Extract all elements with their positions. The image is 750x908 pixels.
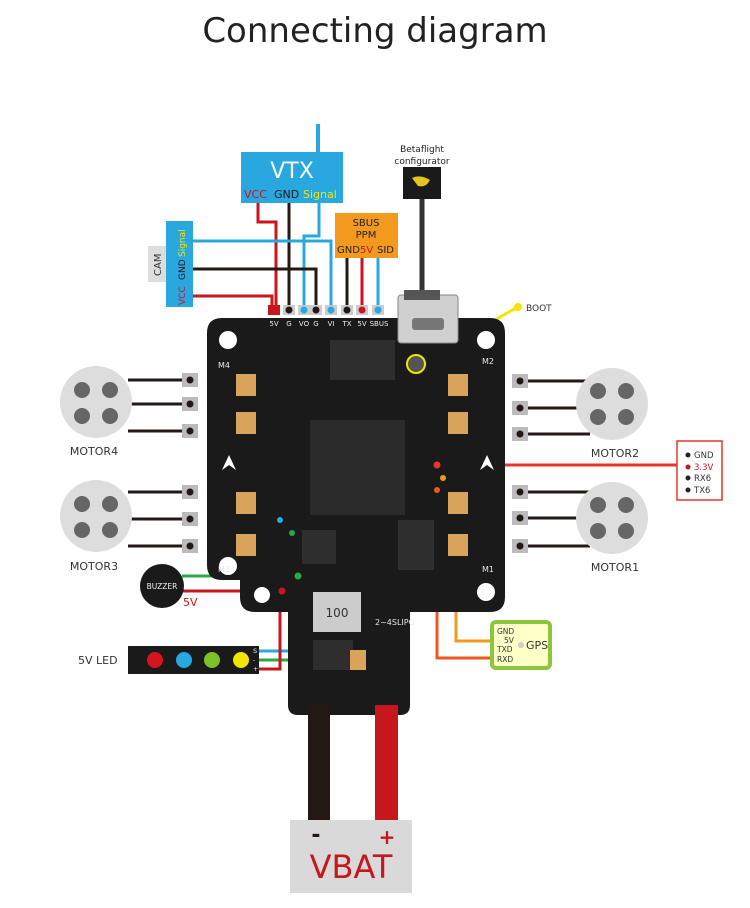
motor-label: MOTOR4 xyxy=(70,445,118,458)
buzzer-label: BUZZER xyxy=(147,582,178,591)
battery-plus: + xyxy=(379,825,396,849)
uart6-box: GND 3.3V RX6 TX6 xyxy=(676,440,723,501)
label-m3: M3 xyxy=(218,565,230,574)
motor-3: MOTOR3 xyxy=(60,480,132,573)
battery-positive-wire xyxy=(375,705,398,822)
label-m2: M2 xyxy=(482,357,494,366)
cam-vcc: VCC xyxy=(178,286,188,305)
led-label: 5V LED xyxy=(78,654,118,667)
pad-label: 5V xyxy=(357,320,366,328)
vtx-vcc: VCC xyxy=(244,188,267,201)
uart-3v3: 3.3V xyxy=(694,463,714,473)
pad-label: G xyxy=(313,320,318,328)
motor-label: MOTOR3 xyxy=(70,560,118,573)
wire-cam-vcc xyxy=(193,294,274,310)
led-red xyxy=(147,652,163,668)
led-pin-plus: + xyxy=(253,665,258,673)
inductor xyxy=(313,592,361,632)
motor-4: MOTOR4 xyxy=(60,366,132,458)
pad-labels: 5V G VO G VI TX 5V SBUS xyxy=(269,320,389,328)
pad-label: VI xyxy=(328,320,335,328)
vtx-signal: Signal xyxy=(303,188,337,201)
betaflight-configurator: Betaflight configurator xyxy=(394,145,450,300)
page-title: Connecting diagram xyxy=(202,11,547,51)
cam-title: CAM xyxy=(153,254,164,276)
motor-1: MOTOR1 xyxy=(576,482,648,574)
gps-txd: TXD xyxy=(496,645,513,654)
gps-title: GPS xyxy=(526,639,548,652)
buzzer: BUZZER 5V xyxy=(140,564,198,609)
capacitors xyxy=(236,374,468,670)
vbat-label: VBAT xyxy=(310,848,393,886)
receiver-sbus: SBUS xyxy=(353,218,380,229)
pad-label: SBUS xyxy=(370,320,389,328)
wire-cam-signal xyxy=(193,239,333,310)
camera-module: CAM VCC GND Signal xyxy=(148,221,193,307)
wire-led-5v xyxy=(258,591,282,671)
led-pin-s: S xyxy=(253,647,257,655)
pad-label: G xyxy=(286,320,291,328)
wire-cam-gnd xyxy=(193,267,318,310)
boot-label: BOOT xyxy=(526,304,552,314)
gps-module: GND 5V TXD RXD GPS xyxy=(490,620,552,670)
pad-label: 5V xyxy=(269,320,278,328)
battery-minus: - xyxy=(311,823,320,848)
sbus-receiver: SBUS PPM GND 5V SID xyxy=(335,213,398,258)
led-pin-minus: - xyxy=(253,656,256,664)
label-m1: M1 xyxy=(482,565,494,574)
battery: - + VBAT xyxy=(290,705,412,893)
vtx-title: VTX xyxy=(270,159,314,184)
vtx-module: VTX VCC GND Signal xyxy=(241,152,343,203)
boot-dot xyxy=(514,303,522,311)
motor-2: MOTOR2 xyxy=(576,368,648,460)
inductor-label: 100 xyxy=(326,606,349,620)
motor-label: MOTOR1 xyxy=(591,561,639,574)
uart-rx6: RX6 xyxy=(694,474,711,484)
battery-negative-wire xyxy=(308,705,330,822)
receiver-sid: SID xyxy=(377,245,394,256)
wire-vtx-signal xyxy=(302,203,321,310)
configurator-line1: Betaflight xyxy=(400,145,444,155)
uart-tx6: TX6 xyxy=(693,486,710,496)
led-yellow xyxy=(233,652,249,668)
cam-gnd: GND xyxy=(178,259,188,280)
label-lipo: 2~4SLIPO xyxy=(375,618,415,627)
receiver-ppm: PPM xyxy=(356,230,377,241)
cam-signal: Signal xyxy=(178,229,188,257)
receiver-5v: 5V xyxy=(360,245,373,256)
pad-label: VO xyxy=(299,320,310,328)
led-blue xyxy=(176,652,192,668)
top-pads xyxy=(268,305,384,315)
configurator-line2: configurator xyxy=(394,157,449,167)
led-strip: 5V LED S - + xyxy=(78,646,259,674)
osd-chip xyxy=(330,340,395,380)
boot-button[interactable] xyxy=(406,354,426,374)
gps-5v: 5V xyxy=(504,636,515,645)
gps-gnd: GND xyxy=(497,627,514,636)
mcu-chip xyxy=(310,420,405,515)
buzzer-5v-label: 5V xyxy=(183,596,198,609)
motor-label: MOTOR2 xyxy=(591,447,639,460)
receiver-gnd: GND xyxy=(337,245,360,256)
label-m4: M4 xyxy=(218,361,230,370)
vtx-gnd: GND xyxy=(274,188,299,201)
flight-controller-board: 100 M4 M3 M2 M1 2~4SLIPO 5V G xyxy=(182,294,528,715)
led-green xyxy=(204,652,220,668)
gps-rxd: RXD xyxy=(497,655,513,664)
uart-gnd: GND xyxy=(694,451,714,461)
pad-label: TX xyxy=(341,320,351,328)
wire-vtx-vcc xyxy=(256,203,278,310)
